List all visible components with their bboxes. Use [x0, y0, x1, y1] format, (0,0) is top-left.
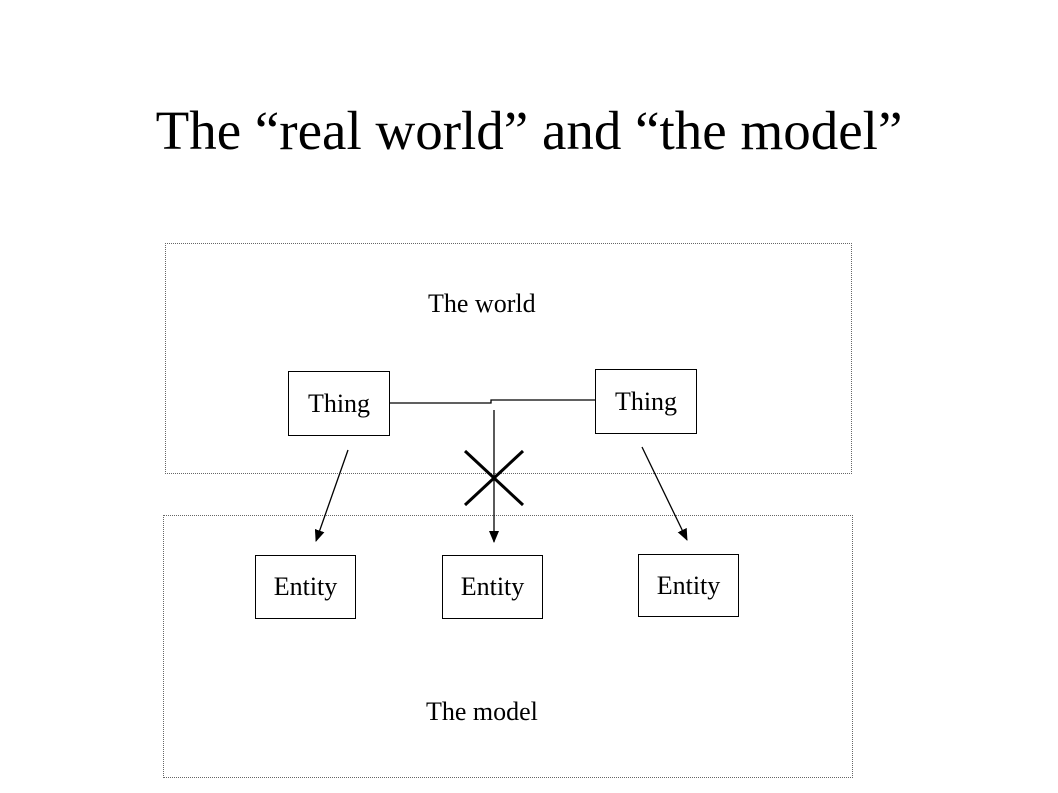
- entity-box-right: Entity: [638, 554, 739, 617]
- entity-label: Entity: [273, 572, 338, 601]
- thing-label: Thing: [614, 386, 678, 416]
- model-label: The model: [426, 697, 538, 726]
- entity-label: Entity: [460, 572, 525, 601]
- thing-box-left: Thing: [288, 371, 390, 436]
- world-label: The world: [428, 289, 536, 318]
- model-region: [163, 515, 853, 778]
- arrow-thing-to-entity-right: [641, 446, 688, 541]
- thing-label: Thing: [307, 388, 371, 418]
- entity-box-middle: Entity: [442, 555, 543, 619]
- cross-mark: [463, 449, 525, 507]
- arrow-thing-to-entity-left: [314, 449, 349, 542]
- world-region: [165, 243, 852, 474]
- entity-box-left: Entity: [255, 555, 356, 619]
- entity-label: Entity: [656, 570, 721, 600]
- slide-title: The “real world” and “the model”: [155, 100, 903, 161]
- thing-box-right: Thing: [595, 369, 697, 434]
- thing-relationship-line: [390, 399, 595, 404]
